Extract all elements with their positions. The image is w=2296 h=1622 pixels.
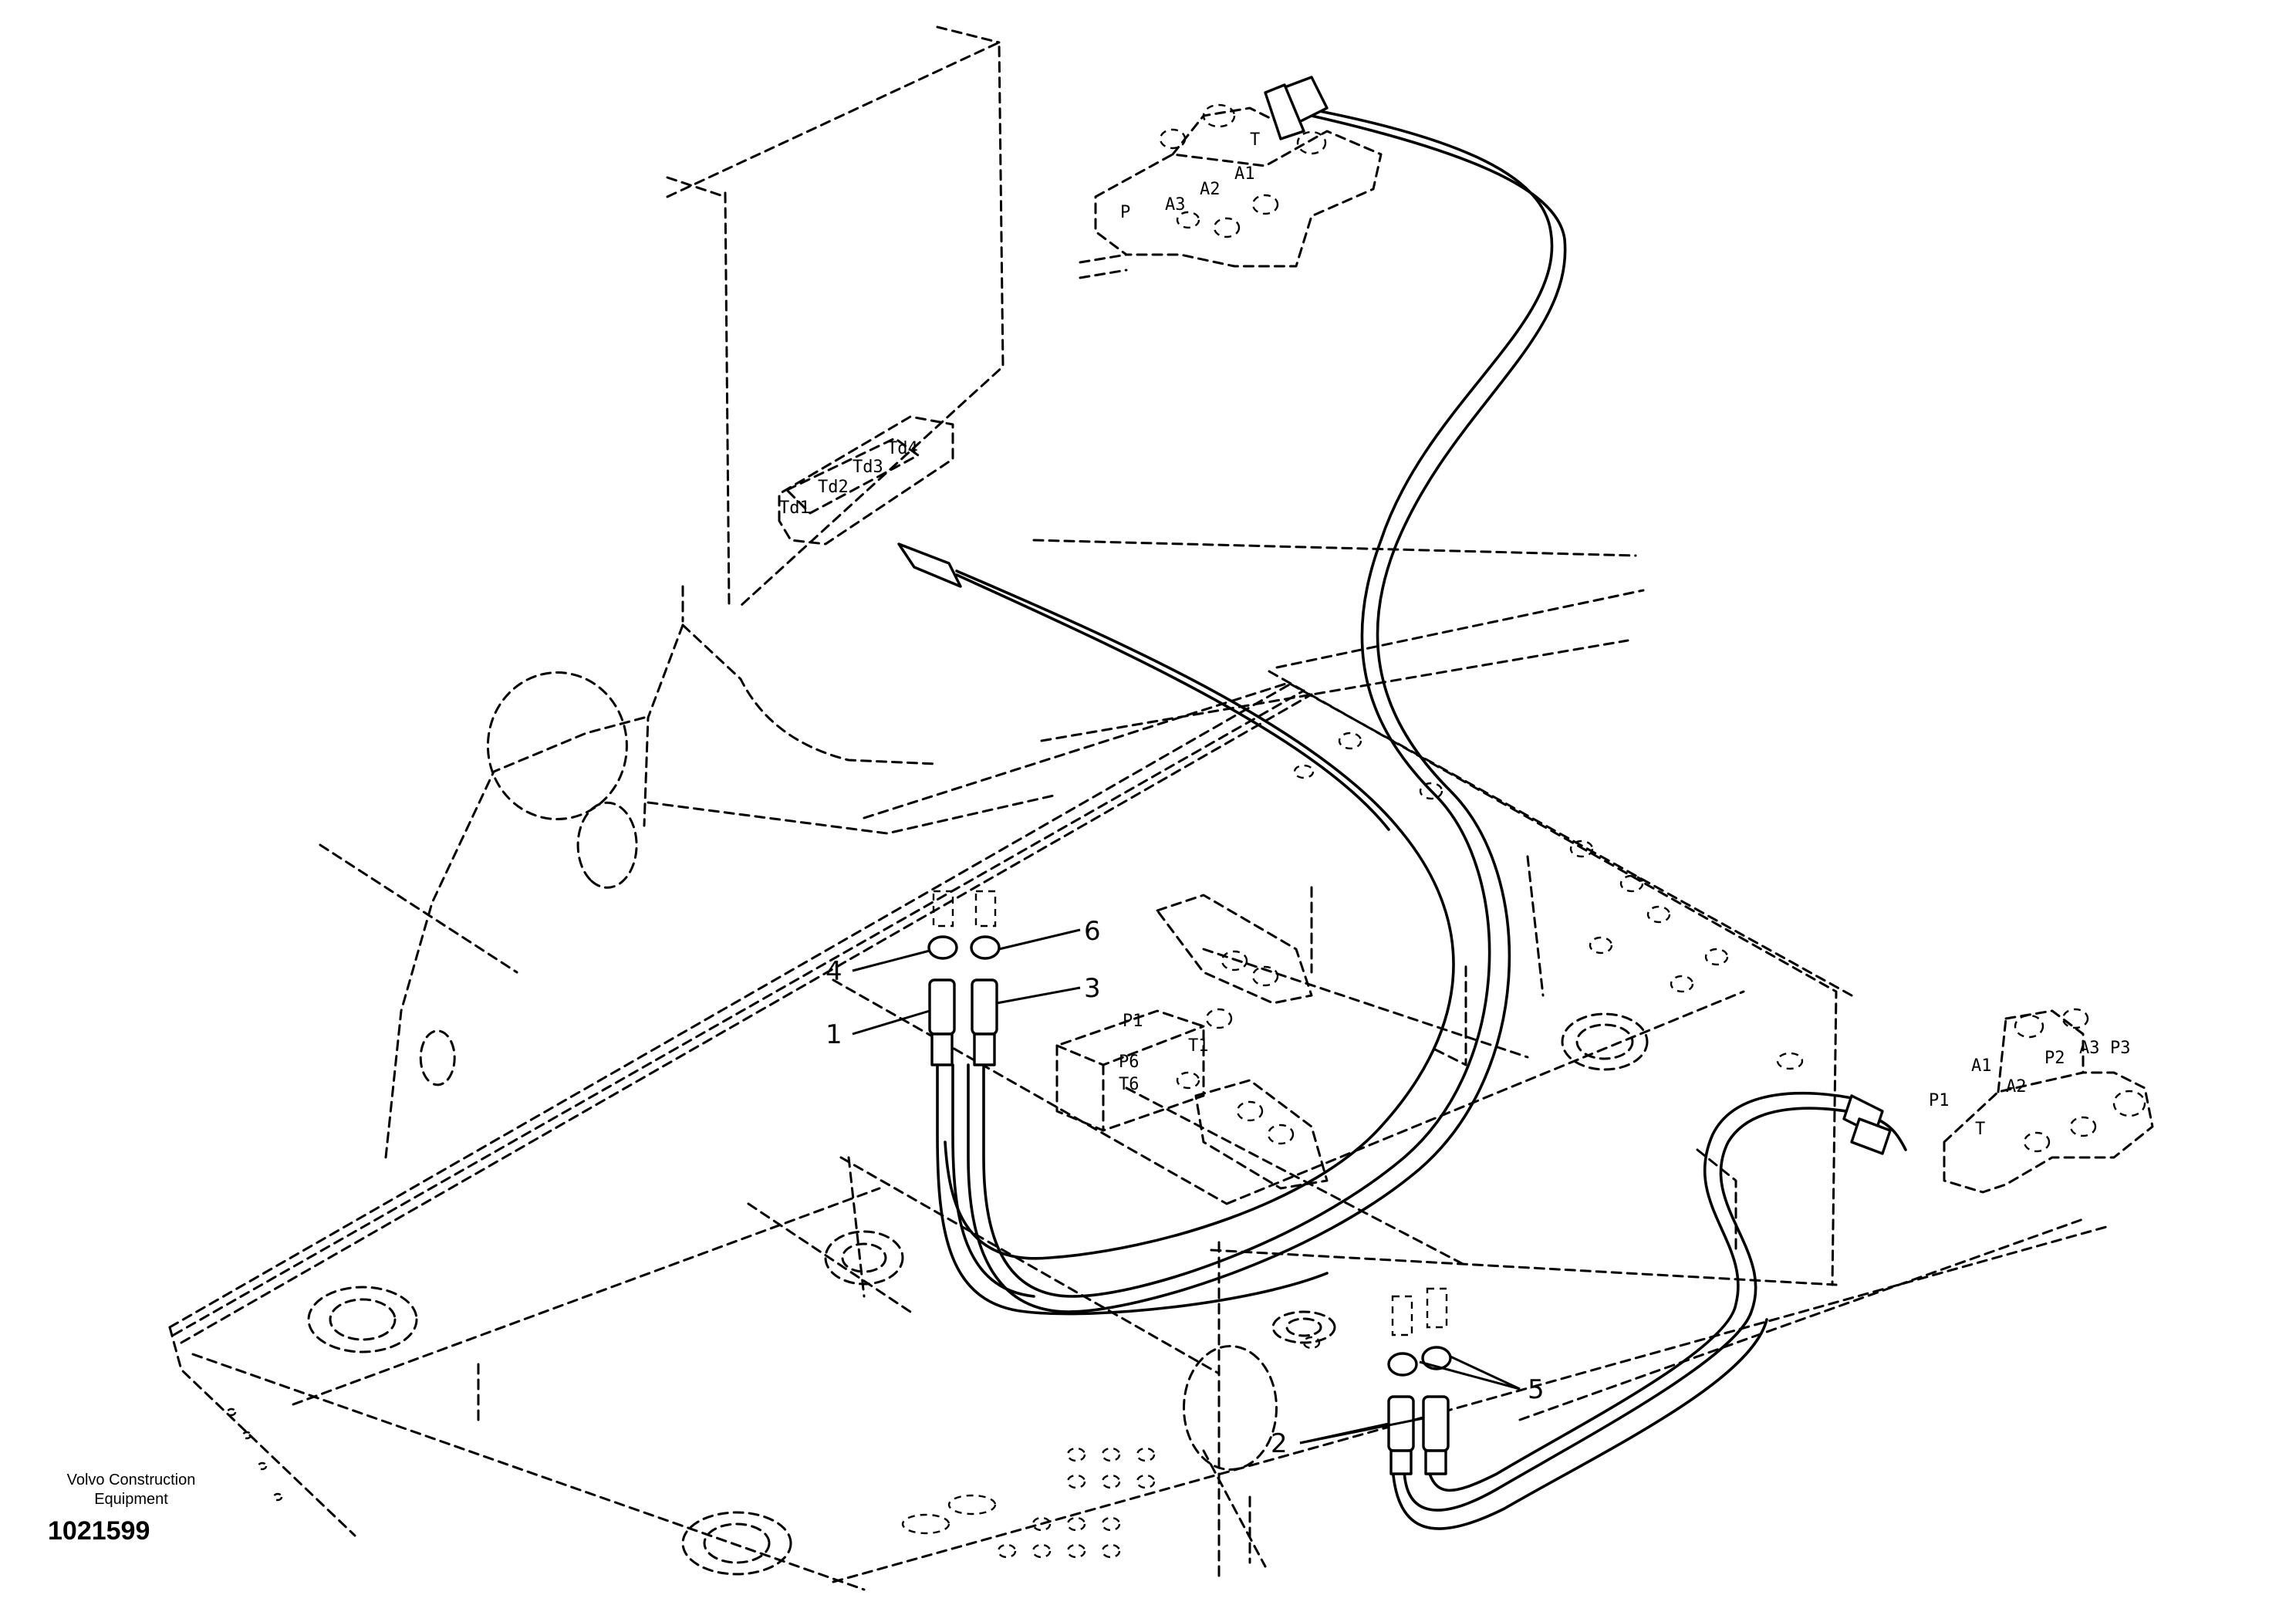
bottom-bolt-pattern xyxy=(226,1407,1156,1559)
hoses xyxy=(936,106,1907,1530)
callout-5: 5 xyxy=(1528,1374,1545,1405)
port-label-a2-right: A2 xyxy=(2006,1077,2027,1097)
port-label-t1-swivel: T1 xyxy=(1188,1036,1209,1056)
swivel-block: P1 P6 T6 T1 xyxy=(1055,894,1329,1190)
port-label-a3-right: A3 xyxy=(2079,1039,2100,1058)
callout-1: 1 xyxy=(826,1019,842,1050)
port-label-p-upper: P xyxy=(1120,203,1130,222)
port-label-p2-right: P2 xyxy=(2044,1049,2065,1068)
manufacturer-name: Volvo Construction Equipment xyxy=(31,1471,231,1509)
port-label-td4: Td4 xyxy=(887,439,918,458)
frame-outline xyxy=(168,539,2108,1591)
port-label-t-upper: T xyxy=(1250,130,1260,150)
port-label-a2-upper: A2 xyxy=(1200,180,1221,199)
callout-6: 6 xyxy=(1084,916,1101,947)
port-label-p1-right: P1 xyxy=(1929,1091,1950,1110)
tank-port-block: Td1 Td2 Td3 Td4 xyxy=(778,415,954,546)
document-id: 1021599 xyxy=(48,1516,150,1546)
right-control-valve: A1 P1 A2 P2 A3 P3 T xyxy=(1929,1008,2154,1194)
frame-bolt-holes xyxy=(307,732,1804,1576)
port-label-td3: Td3 xyxy=(853,458,883,477)
manufacturer-line-1: Volvo Construction xyxy=(66,1472,196,1489)
port-label-p1-swivel: P1 xyxy=(1123,1012,1143,1031)
fittings xyxy=(897,76,1892,1475)
cab-panel-outline xyxy=(666,25,1004,623)
port-label-p3-right: P3 xyxy=(2110,1039,2131,1058)
port-label-a3-upper: A3 xyxy=(1165,195,1186,215)
callout-4: 4 xyxy=(826,956,842,987)
port-label-td2: Td2 xyxy=(818,478,849,497)
callout-3: 3 xyxy=(1084,973,1101,1004)
upper-control-valve: T A1 A2 A3 P xyxy=(1079,103,1383,279)
callout-2: 2 xyxy=(1271,1428,1288,1459)
port-label-a1-upper: A1 xyxy=(1234,164,1255,184)
manufacturer-line-2: Equipment xyxy=(94,1491,168,1508)
port-label-p6-swivel: P6 xyxy=(1119,1053,1140,1072)
port-label-a1-right: A1 xyxy=(1971,1056,1992,1076)
callouts: 1 2 3 4 5 6 xyxy=(826,916,1545,1459)
port-label-t-right: T xyxy=(1975,1120,1985,1139)
port-label-td1: Td1 xyxy=(779,498,810,518)
port-label-t6-swivel: T6 xyxy=(1119,1075,1140,1094)
